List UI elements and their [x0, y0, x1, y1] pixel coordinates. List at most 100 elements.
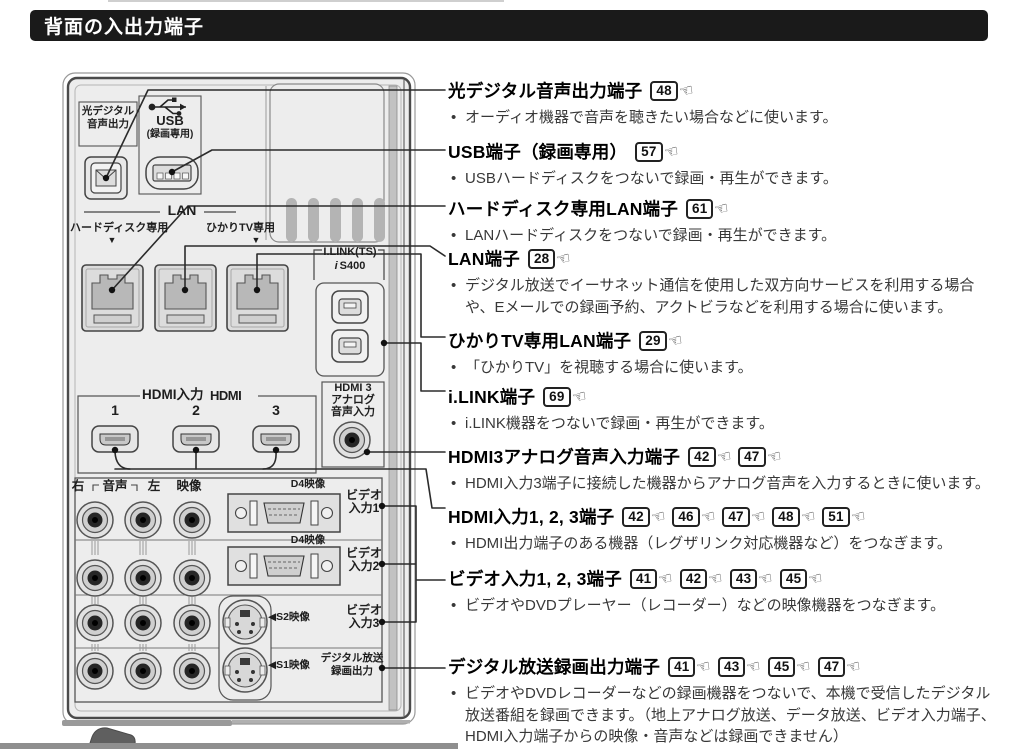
page-ref-badge: 41 [629, 568, 658, 589]
terminal-notes: オーディオ機器で音声を聴きたい場合などに使います。 [448, 107, 1000, 129]
terminal-title-text: i.LINK端子 [448, 387, 536, 407]
jack-hatch-marks [91, 541, 196, 651]
page-flip-icon: ☞ [656, 567, 675, 590]
page-ref-badge: 43 [729, 568, 758, 589]
label-hdmi3-audio-in: 音声入力 [331, 406, 375, 418]
page-ref-badge: 48 [650, 80, 678, 101]
hdmi-group [77, 395, 317, 474]
terminal-notes: USBハードディスクをつないで録画・再生ができます。 [448, 168, 1000, 190]
label-digital-rec-out: デジタル放送 [320, 652, 384, 664]
page-flip-icon: ☞ [661, 140, 680, 163]
page-ref-badge: 47 [722, 506, 750, 527]
page-ref-badge: 46 [672, 506, 700, 527]
terminal-section: ビデオ入力1, 2, 3端子41☞42☞43☞45☞ビデオやDVDプレーヤー（レ… [448, 566, 1000, 617]
page-flip-icon: ☞ [798, 505, 818, 528]
page-ref-badge: 57 [635, 141, 663, 162]
label-optical-digital: 光デジタル [81, 105, 135, 117]
label-video-input-3: 入力3 [348, 616, 380, 630]
page-top-edge [108, 0, 504, 2]
page-bottom-artifacts [0, 720, 458, 749]
hdmi-logo: HDMI [210, 388, 242, 403]
down-arrow-icon: ▼ [107, 235, 117, 245]
label-s1-video: ◀S1映像 [268, 659, 310, 671]
leader-dots [102, 168, 388, 672]
label-d4-video-2: D4映像 [290, 534, 326, 546]
terminal-notes: i.LINK機器をつないで録画・再生ができます。 [448, 413, 1000, 435]
label-video-input-3: ビデオ [345, 603, 382, 617]
terminal-title-text: ハードディスク専用LAN端子 [448, 199, 679, 219]
terminal-section: HDMI3アナログ音声入力端子42☞47☞HDMI入力3端子に接続した機器からア… [448, 444, 1000, 495]
terminal-title-text: ひかりTV専用LAN端子 [448, 331, 632, 351]
terminal-notes: HDMI出力端子のある機器（レグザリンク対応機器など）をつなぎます。 [448, 533, 1000, 555]
label-hdmi-2: 2 [192, 402, 200, 418]
page-flip-icon: ☞ [554, 247, 573, 270]
label-hikari-lan: ひかりTV専用 [206, 222, 276, 234]
page-flip-icon: ☞ [712, 197, 731, 220]
page-ref-badge: 47 [817, 656, 846, 677]
terminal-note: LANハードディスクをつないで録画・再生ができます。 [448, 225, 1000, 247]
terminal-notes: ビデオやDVDプレーヤー（レコーダー）などの映像機器をつなぎます。 [448, 595, 1000, 617]
terminal-title-text: デジタル放送録画出力端子 [448, 657, 661, 677]
terminal-note: USBハードディスクをつないで録画・再生ができます。 [448, 168, 1000, 190]
label-hdmi-input: HDMI入力 [142, 387, 204, 402]
panel-right-strip [388, 85, 398, 711]
page-ref-badge: 45 [768, 656, 796, 677]
terminal-title: 光デジタル音声出力端子 48☞ [448, 78, 1000, 103]
label-video: 映像 [176, 479, 202, 493]
page-ref-badge: 43 [718, 656, 746, 677]
label-audio-out: 音声出力 [87, 118, 129, 130]
label-ilink-ts: I.LINK(TS) [323, 246, 377, 258]
leader-lines [105, 89, 446, 669]
terminal-title-text: USB端子（録画専用） [448, 142, 628, 162]
terminal-title-text: HDMI入力1, 2, 3端子 [448, 507, 615, 527]
label-digital-rec-out: 録画出力 [331, 665, 373, 677]
label-lan: LAN [167, 202, 197, 218]
terminal-title-text: 光デジタル音声出力端子 [448, 81, 643, 101]
terminal-notes: ビデオやDVDレコーダーなどの録画機器をつないで、本機で受信したデジタル放送番組… [448, 683, 1000, 748]
vent-slots [286, 198, 385, 242]
terminal-note: HDMI出力端子のある機器（レグザリンク対応機器など）をつなぎます。 [448, 533, 1000, 555]
terminal-notes: デジタル放送でイーサネット通信を使用した双方向サービスを利用する場合や、Eメール… [448, 275, 1000, 318]
page-ref-badge: 48 [772, 506, 800, 527]
section-header-bar: 背面の入出力端子 [30, 10, 988, 41]
page-ref-badge: 29 [639, 330, 667, 351]
terminal-note: 「ひかりTV」を視聴する場合に使います。 [448, 357, 1000, 379]
terminal-title: USB端子（録画専用） 57☞ [448, 139, 1000, 164]
page-flip-icon: ☞ [848, 505, 868, 528]
label-video-input-1: ビデオ [345, 488, 382, 502]
terminal-section: デジタル放送録画出力端子41☞43☞45☞47☞ビデオやDVDレコーダーなどの録… [448, 654, 1000, 748]
page-flip-icon: ☞ [698, 505, 718, 528]
page-flip-icon: ☞ [748, 505, 768, 528]
page-flip-icon: ☞ [714, 445, 733, 468]
page-ref-badge: 47 [738, 446, 766, 467]
ilink-group [313, 249, 385, 377]
label-video-input-2: ビデオ [345, 546, 382, 560]
label-hdmi3: HDMI 3 [334, 382, 372, 394]
page-flip-icon: ☞ [844, 655, 863, 678]
terminal-section: USB端子（録画専用） 57☞ USBハードディスクをつないで録画・再生ができます。 [448, 139, 1000, 190]
terminal-section: HDMI入力1, 2, 3端子42☞46☞47☞48☞51☞HDMI出力端子のあ… [448, 504, 1000, 555]
terminal-title-text: ビデオ入力1, 2, 3端子 [448, 569, 622, 589]
label-usb-note: (録画専用) [146, 129, 194, 140]
terminal-note: デジタル放送でイーサネット通信を使用した双方向サービスを利用する場合や、Eメール… [448, 275, 1000, 318]
usb-icon [148, 97, 186, 116]
page-flip-icon: ☞ [676, 79, 696, 102]
label-hdmi-3: 3 [272, 402, 280, 418]
page-ref-badge: 41 [668, 656, 696, 677]
label-audio-left: 左 [147, 479, 161, 493]
terminal-section: 光デジタル音声出力端子 48☞ オーディオ機器で音声を聴きたい場合などに使います。 [448, 78, 1000, 129]
page-flip-icon: ☞ [648, 505, 668, 528]
terminal-note: オーディオ機器で音声を聴きたい場合などに使います。 [448, 107, 1000, 129]
page-flip-icon: ☞ [744, 655, 763, 678]
terminal-note: ビデオやDVDレコーダーなどの録画機器をつないで、本機で受信したデジタル放送番組… [448, 683, 1000, 748]
page-ref-badge: 51 [822, 506, 850, 527]
page-title: 背面の入出力端子 [44, 17, 205, 38]
